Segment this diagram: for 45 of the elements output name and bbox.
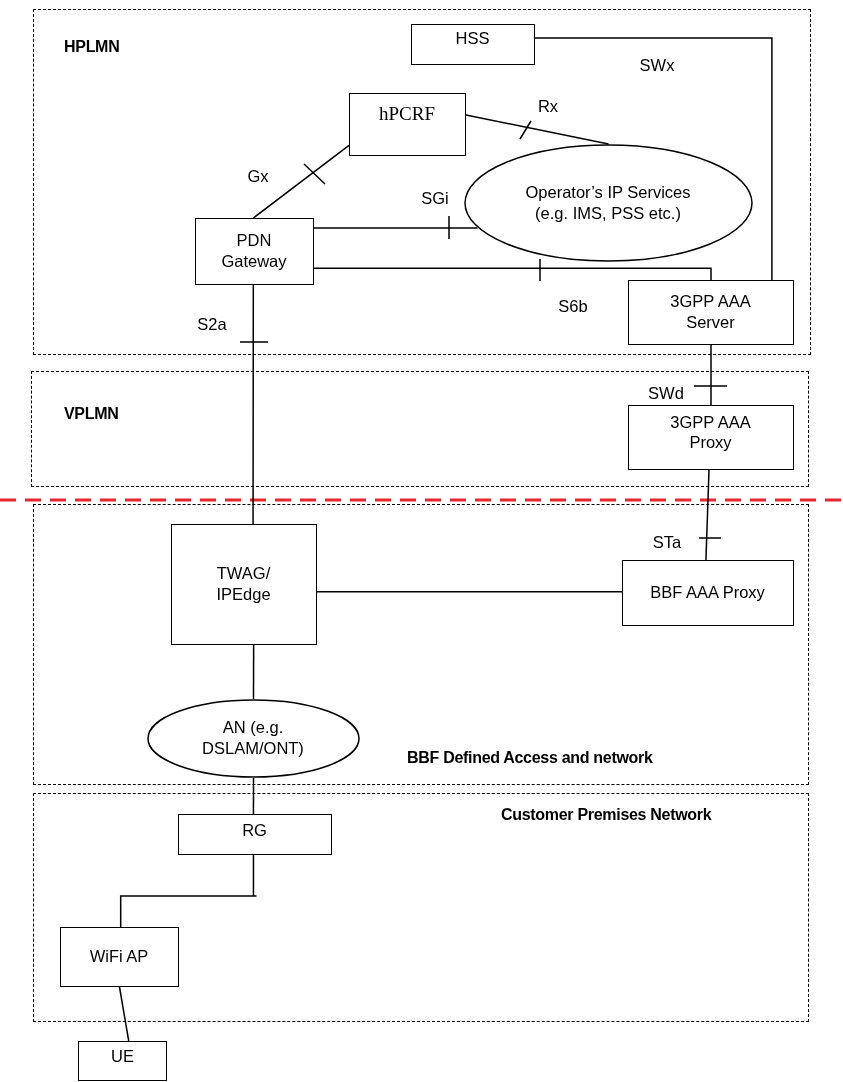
dashed-region [33,9,811,355]
process-box [194,217,314,285]
node-label: AN (e.g. DSLAM/ONT) [201,717,305,759]
dashed-region [33,793,809,1022]
process-box [410,23,535,65]
region-title: VPLMN [64,405,119,423]
region-title: HPLMN [64,38,120,56]
region-title: BBF Defined Access and network [407,749,653,767]
node-label: PDN Gateway [220,230,288,272]
node-label: 3GPP AAA Server [669,291,752,333]
process-box [348,92,466,156]
connector-line [698,469,722,561]
node-label: RG [242,819,267,841]
connector-line [313,258,712,282]
node-label: 3GPP AAA Proxy [669,411,752,453]
node-label: hPCRF [379,101,435,126]
node-label: TWAG/ IPEdge [215,563,272,605]
connector-line [239,284,269,525]
connector-line [118,986,130,1042]
connector-line [465,114,610,145]
process-box [627,279,794,345]
connector-line [119,854,258,928]
node-label: HSS [455,27,490,49]
ellipse-node [463,143,753,262]
node-label: Operator’s IP Services (e.g. IMS, PSS etc.) [524,181,692,224]
connector-line [252,644,255,700]
process-box [78,1041,167,1081]
dashed-region [33,504,809,785]
connector-line [693,344,728,406]
ellipse-node [146,698,360,778]
process-box [170,523,317,645]
connector-line [534,37,773,281]
process-box [59,926,179,987]
connector-line [252,144,350,219]
node-label: BBF AAA Proxy [650,582,765,603]
node-label: UE [111,1046,134,1067]
process-box [627,404,794,470]
connector-line [313,215,479,240]
connector-line [252,777,255,815]
region-title: Customer Premises Network [501,806,712,824]
dashed-region [31,371,809,487]
process-box [621,559,794,626]
node-label: WiFi AP [89,946,149,967]
process-box [177,813,332,855]
connector-line [316,590,623,593]
